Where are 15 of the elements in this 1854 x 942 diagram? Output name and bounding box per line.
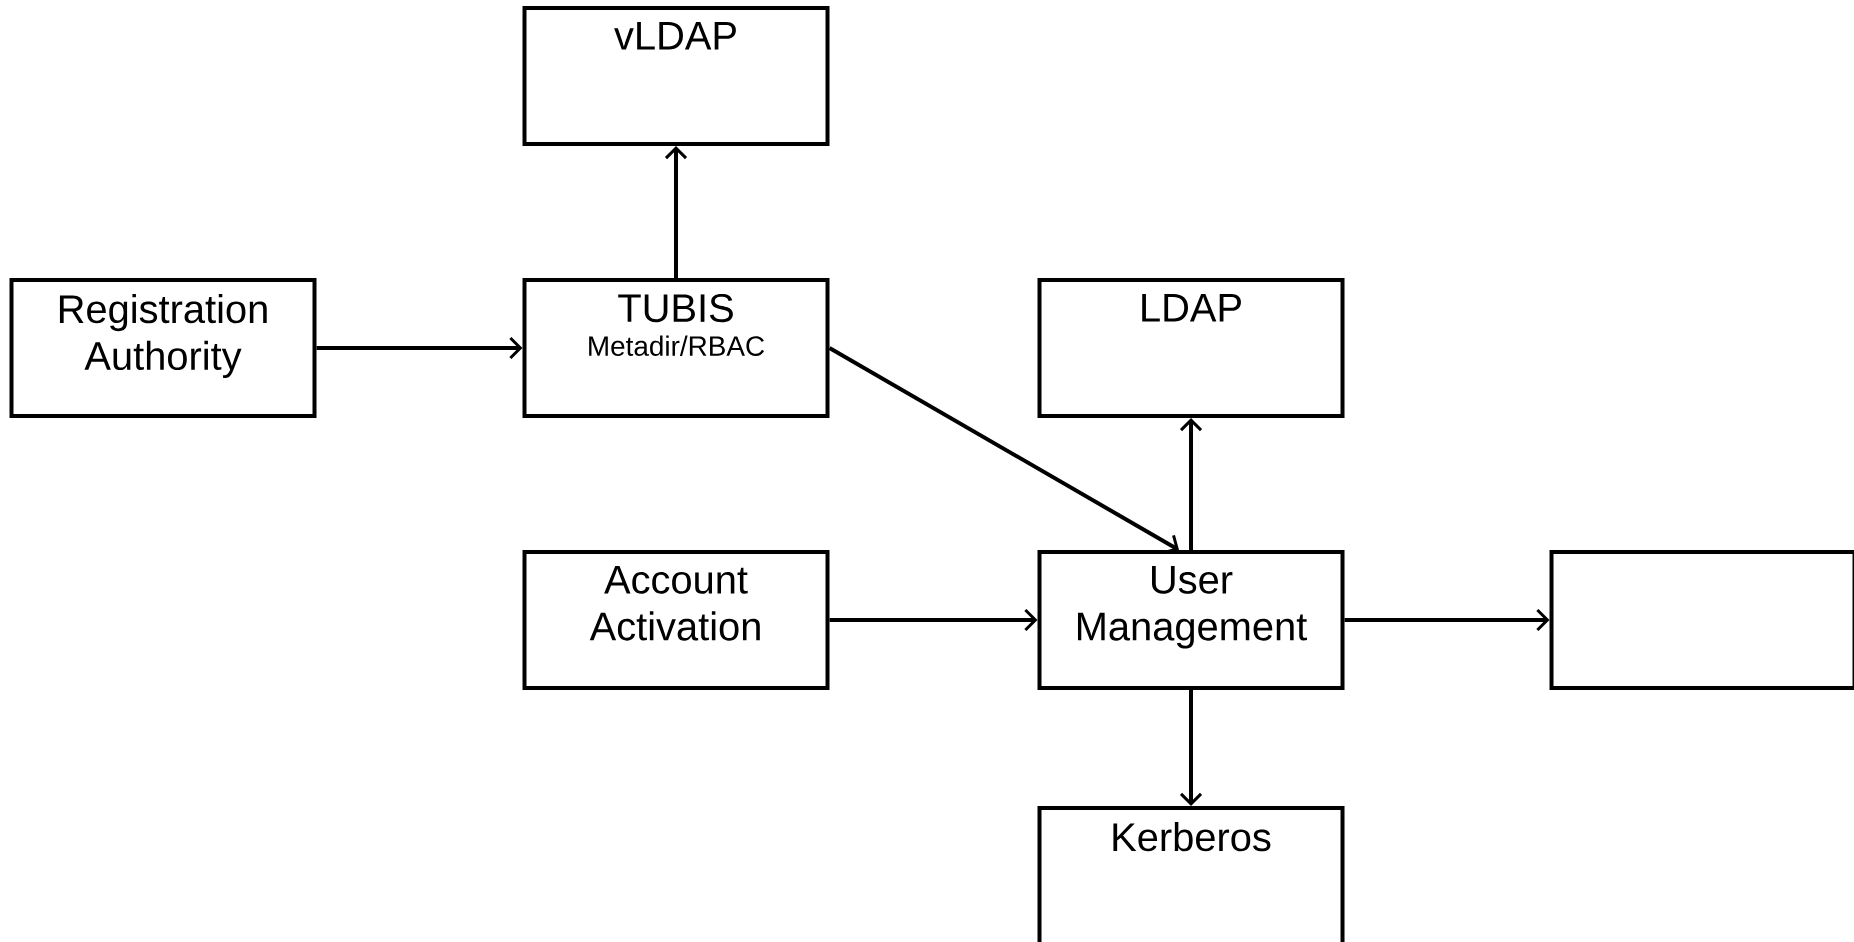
process-box: LDAP bbox=[1037, 278, 1345, 418]
arrow bbox=[1344, 608, 1550, 632]
arrow bbox=[829, 608, 1038, 632]
process-box: User Management bbox=[1037, 550, 1345, 690]
process-box: TUBIS Metadir/RBAC bbox=[522, 278, 830, 418]
arrow bbox=[828, 346, 1179, 555]
process-box: vLDAP bbox=[522, 6, 830, 146]
arrow bbox=[664, 146, 688, 278]
arrow bbox=[316, 336, 523, 360]
process-box: Registration Authority bbox=[9, 278, 317, 418]
arrow bbox=[1179, 418, 1203, 550]
arrow bbox=[1179, 690, 1203, 806]
process-box: Account Activation bbox=[522, 550, 830, 690]
process-box: Kerberos bbox=[1037, 806, 1345, 942]
process-box bbox=[1549, 550, 1854, 690]
